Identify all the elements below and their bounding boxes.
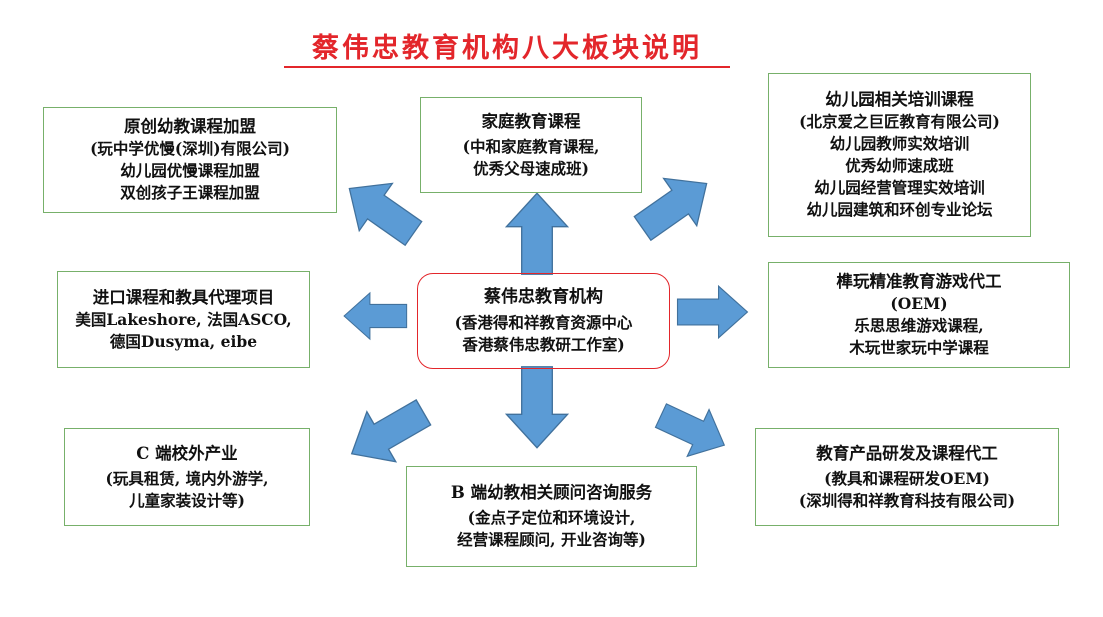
block-line: 乐思思维游戏课程, — [854, 316, 984, 335]
block-line: (玩具租赁, 境内外游学, — [105, 468, 269, 488]
block-line: 幼儿园优慢课程加盟 — [120, 161, 260, 180]
arrow-right-icon — [676, 285, 749, 339]
block-line: (玩中学优慢(深圳)有限公司) — [90, 139, 290, 158]
block-line: 优秀幼师速成班 — [845, 156, 954, 175]
block-line: (OEM) — [890, 294, 948, 313]
center-name: 蔡伟忠教育机构 — [484, 287, 603, 307]
center-line-2: 香港蔡伟忠教研工作室) — [462, 335, 625, 354]
block-heading: 幼儿园相关培训课程 — [825, 90, 974, 109]
arrow-up-left-icon — [332, 164, 431, 258]
block-kindergarten-training: 幼儿园相关培训课程 (北京爱之巨匠教育有限公司) 幼儿园教师实效培训 优秀幼师速… — [768, 73, 1031, 237]
block-curriculum-franchise: 原创幼教课程加盟 (玩中学优慢(深圳)有限公司) 幼儿园优慢课程加盟 双创孩子王… — [43, 107, 337, 213]
block-line: 德国Dusyma, eibe — [109, 331, 258, 351]
block-line: 幼儿园建筑和环创专业论坛 — [806, 200, 993, 219]
diagram-title: 蔡伟忠教育机构八大板块说明 — [312, 33, 702, 64]
center-node: 蔡伟忠教育机构 (香港得和祥教育资源中心 香港蔡伟忠教研工作室) — [417, 273, 670, 369]
arrow-up-icon — [505, 192, 569, 275]
block-line: 经营课程顾问, 开业咨询等) — [457, 530, 646, 549]
block-heading: C 端校外产业 — [136, 443, 238, 463]
block-import-agency: 进口课程和教具代理项目 美国Lakeshore, 法国ASCO, 德国Dusym… — [57, 271, 310, 368]
block-line: 双创孩子王课程加盟 — [120, 183, 260, 202]
block-line: 幼儿园经营管理实效培训 — [814, 178, 985, 197]
block-line: 优秀父母速成班) — [473, 158, 589, 178]
center-line-1: (香港得和祥教育资源中心 — [454, 313, 633, 332]
block-line: (金点子定位和环境设计, — [467, 508, 636, 527]
arrow-left-icon — [343, 292, 408, 340]
block-heading: B 端幼教相关顾问咨询服务 — [450, 483, 653, 502]
block-line: (深圳得和祥教育科技有限公司) — [798, 490, 1016, 510]
block-line: (中和家庭教育课程, — [462, 136, 600, 156]
block-line: (北京爱之巨匠教育有限公司) — [799, 112, 1000, 131]
block-heading: 进口课程和教具代理项目 — [92, 287, 275, 307]
block-line: (教具和课程研发OEM) — [824, 468, 990, 488]
block-consumer-industry: C 端校外产业 (玩具租赁, 境内外游学, 儿童家装设计等) — [64, 428, 310, 526]
block-family-education: 家庭教育课程 (中和家庭教育课程, 优秀父母速成班) — [420, 97, 642, 193]
block-line: 儿童家装设计等) — [129, 490, 245, 510]
arrow-down-right-icon — [649, 391, 736, 470]
block-line: 美国Lakeshore, 法国ASCO, — [75, 309, 292, 329]
block-heading: 原创幼教课程加盟 — [124, 117, 256, 136]
block-product-rnd: 教育产品研发及课程代工 (教具和课程研发OEM) (深圳得和祥教育科技有限公司) — [755, 428, 1059, 526]
block-consulting-services: B 端幼教相关顾问咨询服务 (金点子定位和环境设计, 经营课程顾问, 开业咨询等… — [406, 466, 697, 567]
title-underline — [284, 66, 730, 68]
block-line: 木玩世家玩中学课程 — [849, 338, 989, 357]
block-game-oem: 榫玩精准教育游戏代工 (OEM) 乐思思维游戏课程, 木玩世家玩中学课程 — [768, 262, 1070, 368]
block-heading: 家庭教育课程 — [481, 111, 581, 131]
arrow-down-icon — [505, 366, 569, 449]
block-heading: 榫玩精准教育游戏代工 — [836, 272, 1002, 291]
block-heading: 教育产品研发及课程代工 — [816, 443, 998, 463]
block-line: 幼儿园教师实效培训 — [829, 134, 970, 153]
